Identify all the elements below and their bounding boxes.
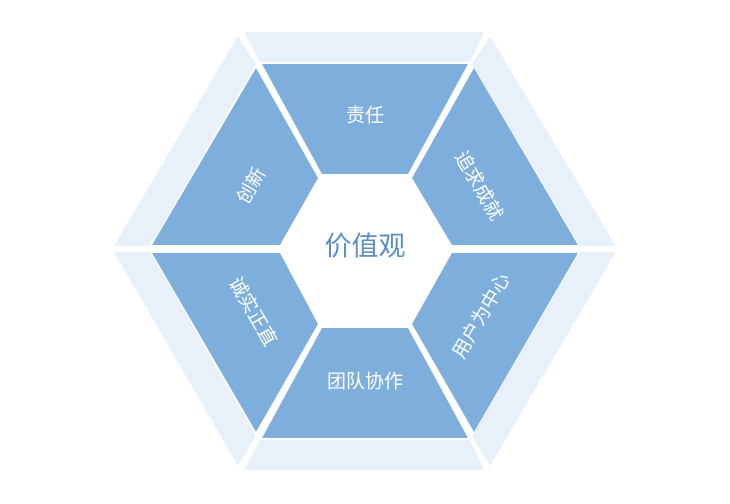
segment-bottom [262,328,468,438]
segment-lower-right [412,253,578,432]
label-teamwork: 团队协作 [327,371,403,393]
rim-lower-left [114,252,256,466]
segment-upper-right [412,68,578,245]
rim-upper-left [114,36,256,246]
segment-upper-left [152,68,318,245]
segment-lower-left [152,253,318,432]
value-segments [152,64,578,438]
rim-top [244,32,484,62]
segment-top [262,64,468,174]
rim-bottom [244,440,484,470]
rim-upper-right [472,36,616,246]
rim-lower-right [472,252,616,466]
center-title: 价值观 [325,232,406,263]
outer-rim [114,32,616,470]
label-responsibility: 责任 [346,105,384,127]
